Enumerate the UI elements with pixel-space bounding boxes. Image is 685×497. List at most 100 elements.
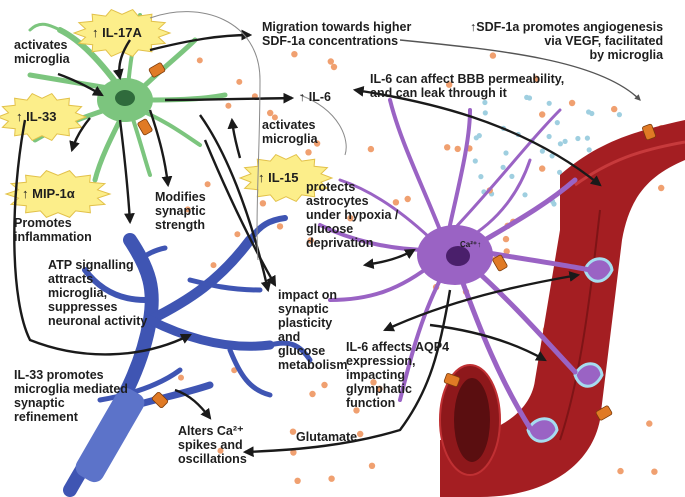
sdf1a-dot xyxy=(454,145,461,153)
axon-myelin xyxy=(75,387,145,483)
ca-up-label: Ca²⁺↑ xyxy=(460,240,482,249)
sdf1a-dot xyxy=(231,367,238,374)
sdf1a-dot xyxy=(327,58,334,65)
sdf1a-dot xyxy=(489,52,497,59)
sdf1a-dot xyxy=(330,63,338,71)
sdf1a-dot xyxy=(309,390,316,398)
il6-dot xyxy=(586,147,592,153)
sdf1a-dot xyxy=(347,215,354,222)
il6-dot xyxy=(589,110,595,117)
sdf1a-dot xyxy=(291,51,298,58)
sdf1a-dot xyxy=(651,468,658,475)
sdf1a-dot xyxy=(178,374,184,381)
sdf1a-dot xyxy=(259,200,267,207)
sdf1a-dot xyxy=(444,144,451,151)
il6-dot xyxy=(509,173,515,179)
neuron xyxy=(63,215,313,497)
il15-badge: ↑ IL-15 xyxy=(258,170,299,185)
badge-shapes xyxy=(0,8,334,218)
promotes-inflammation-label: Promotes inflammation xyxy=(14,216,92,244)
protects-astrocytes-label: protects astrocytes under hypoxia / gluc… xyxy=(306,180,399,250)
sdf1a-dot xyxy=(367,145,375,153)
sdf1a-dot xyxy=(217,447,224,454)
sdf1a-dot xyxy=(305,149,312,156)
atp-signalling-label: ATP signalling attracts microglia, suppr… xyxy=(48,258,148,328)
sdf1a-dot xyxy=(532,75,540,82)
il6-dot xyxy=(616,112,623,118)
sdf-angiogenesis-label: ↑SDF-1a promotes angiogenesis via VEGF, … xyxy=(470,20,664,62)
sdf1a-dot xyxy=(646,420,653,427)
sdf1a-dot xyxy=(271,114,278,121)
il6-label: ↑ IL-6 xyxy=(299,90,331,104)
il6-dot xyxy=(557,141,564,147)
sdf1a-dot xyxy=(328,475,335,482)
sdf1a-dot xyxy=(370,379,377,386)
il6-dot xyxy=(503,150,509,156)
sdf1a-dot xyxy=(267,109,274,117)
sdf1a-dot xyxy=(290,449,297,456)
sdf1a-dot xyxy=(611,105,618,113)
sdf1a-dot xyxy=(502,235,510,243)
sdf1a-dot xyxy=(503,248,510,255)
sdf1a-dot xyxy=(539,165,546,172)
sdf1a-dot xyxy=(368,462,376,469)
il6-dot xyxy=(500,164,506,170)
sdf1a-dot xyxy=(376,385,383,392)
il6-dot xyxy=(473,135,479,141)
il6-aqp4-label: IL-6 affects AQP4 expression, impacting … xyxy=(346,340,450,410)
sdf1a-dot xyxy=(404,195,411,203)
il33-refinement-label: IL-33 promotes microglia mediated synapt… xyxy=(14,368,128,424)
il6-dot xyxy=(584,135,591,141)
il6-dot xyxy=(562,138,568,144)
sdf1a-dot xyxy=(313,140,321,147)
alters-ca-label: Alters Ca²⁺ spikes and oscillations xyxy=(178,424,247,466)
sdf1a-dot xyxy=(184,206,191,213)
modifies-synaptic-label: Modifies synaptic strength xyxy=(155,190,206,232)
mip1a-badge: ↑ MIP-1α xyxy=(22,186,75,201)
sdf1a-dot xyxy=(234,231,241,238)
il6-dot xyxy=(551,201,557,207)
sdf1a-dot xyxy=(658,184,665,192)
sdf1a-dot xyxy=(225,102,232,109)
il17a-badge: ↑ IL-17A xyxy=(92,25,142,40)
blood-vessel xyxy=(439,120,685,497)
arrows xyxy=(13,29,602,458)
sdf1a-dot xyxy=(196,57,203,64)
sdf1a-dot xyxy=(307,237,314,244)
sdf1a-dot xyxy=(568,99,576,107)
astrocyte-endfeet xyxy=(526,257,614,443)
il6-dot xyxy=(472,158,478,164)
il6-dot xyxy=(482,99,488,106)
sdf1a-dot xyxy=(210,262,217,269)
impact-plasticity-label: impact on synaptic plasticity and glucos… xyxy=(278,288,348,372)
il6-dot xyxy=(539,148,546,154)
il6-dot xyxy=(546,133,552,140)
microglia-nucleus xyxy=(115,90,135,106)
sdf1a-dot xyxy=(289,428,297,435)
activates-microglia-mid-label: activates microglia xyxy=(262,118,318,146)
sdf1a-dot xyxy=(353,407,360,414)
sdf1a-dot xyxy=(617,467,624,475)
astrocyte-nucleus xyxy=(446,246,470,266)
sdf1a-dot xyxy=(539,111,546,118)
receptors xyxy=(137,62,656,421)
sdf1a-dot xyxy=(392,199,400,206)
sdf1a-dot xyxy=(204,181,211,188)
il6-dot xyxy=(575,135,581,142)
il6-dot xyxy=(554,120,560,126)
il6-bbb-label: IL-6 can affect BBB permeability, and ca… xyxy=(370,72,565,100)
il33-badge: ↑ IL-33 xyxy=(16,109,57,124)
activates-microglia-top-label: activates microglia xyxy=(14,38,70,66)
migration-label: Migration towards higher SDF-1a concentr… xyxy=(262,20,412,48)
sdf1a-dot xyxy=(321,381,328,389)
il6-dot xyxy=(482,110,488,116)
sdf1a-dot xyxy=(236,78,243,85)
il6-dot xyxy=(522,192,528,198)
il6-dot xyxy=(546,100,552,106)
sdf1a-dot xyxy=(294,477,301,484)
il6-dot xyxy=(478,174,484,180)
sdf1a-dot xyxy=(276,223,284,230)
glutamate-label: Glutamate xyxy=(296,430,358,444)
